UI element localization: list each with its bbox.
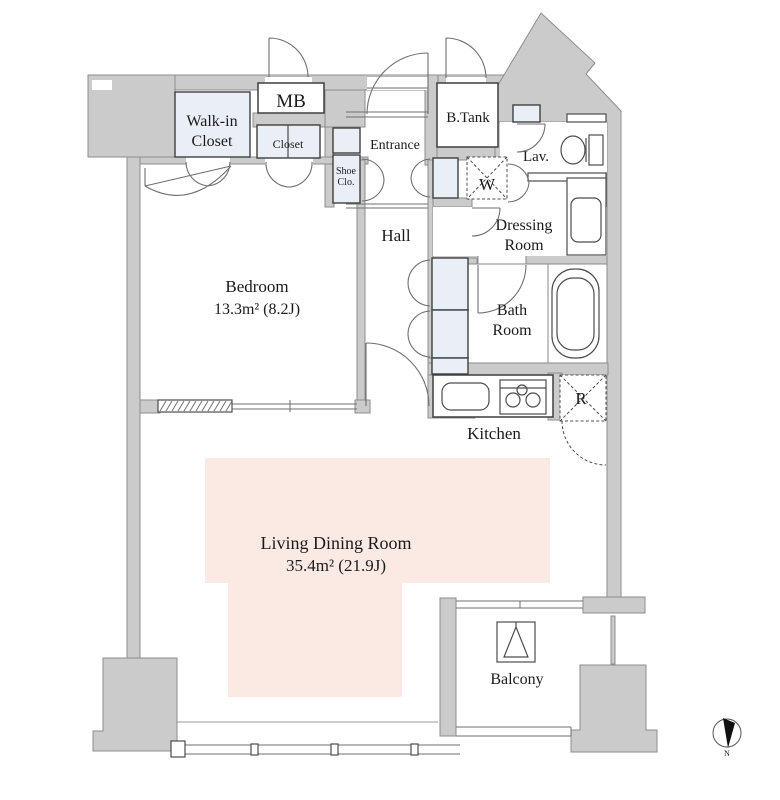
storage-boxes — [174, 82, 541, 375]
closet-label: Closet — [273, 137, 304, 151]
shoe-closet-label-2: Clo. — [338, 177, 355, 188]
living-dining-area-label: 35.4m² (21.9J) — [286, 556, 386, 575]
dressing-room-label-1: Dressing — [496, 217, 553, 234]
bedroom-bottom-wall-left-stub — [139, 399, 161, 414]
wall-notch — [92, 80, 112, 90]
dressing-top-wall — [432, 197, 473, 208]
hall-closet-small-box — [431, 357, 469, 375]
entrance-side-storage-box — [432, 157, 459, 199]
bath-top-wall-right — [525, 254, 608, 265]
hall-step — [346, 203, 428, 209]
bottom-right-pillar — [570, 664, 658, 753]
bathtub — [551, 268, 600, 359]
walkin-closet-doors — [185, 161, 231, 187]
compass-circle — [712, 718, 742, 748]
living-dining-label: Living Dining Room — [260, 533, 411, 553]
toilet — [560, 113, 607, 166]
entrance-threshold — [346, 111, 428, 118]
lavatory-door — [516, 123, 546, 153]
bottom-left-pillar — [92, 657, 178, 752]
balcony-railing — [456, 726, 572, 737]
balcony-partition — [610, 615, 616, 665]
mb-label: MB — [276, 91, 306, 112]
dressing-room-label-2: Room — [504, 237, 544, 254]
emergency-hatch — [496, 621, 536, 663]
mb-box — [257, 82, 325, 114]
btank-label: B.Tank — [446, 110, 490, 126]
bedroom-bottom-wall-right-stub — [354, 399, 371, 414]
shoe-closet-doors — [361, 158, 385, 202]
closet-doors — [265, 161, 313, 188]
bedroom-label: Bedroom — [225, 277, 288, 296]
hall-closet-doors — [407, 259, 431, 358]
entrance-label: Entrance — [370, 138, 420, 153]
balcony-left-wall — [439, 597, 457, 737]
washing-machine-space — [466, 156, 508, 200]
bath-room-label-2: Room — [492, 322, 532, 339]
stove — [499, 379, 547, 415]
bath-room-label-1: Bath — [497, 302, 527, 319]
balcony-sliding-door — [456, 600, 583, 609]
hall-closet-upper-box — [431, 257, 469, 311]
balcony-label: Balcony — [490, 671, 543, 688]
refrigerator-door-swing — [561, 420, 607, 466]
shoe-closet-upper-box — [332, 127, 361, 154]
kitchen-sink — [441, 382, 490, 411]
hall-label: Hall — [381, 226, 411, 245]
doors — [144, 37, 546, 407]
bedroom-area-label: 13.3m² (8.2J) — [214, 301, 300, 318]
bath-room-door — [477, 264, 527, 314]
lavatory-shelf — [566, 113, 607, 123]
entrance-storage-doors — [410, 158, 431, 198]
entrance-door — [366, 52, 429, 115]
shoe-closet-label-1: Shoe — [336, 166, 357, 177]
lavatory-cabinet-box — [512, 104, 541, 123]
btank-door — [445, 37, 487, 79]
windows — [157, 111, 583, 758]
refrigerator-label: R — [575, 389, 587, 408]
balcony-top-wall — [582, 596, 646, 614]
compass-north-label: N — [724, 749, 730, 758]
vanity-basin — [527, 172, 607, 256]
fixtures — [432, 113, 607, 663]
mb-door — [268, 37, 309, 78]
living-room-door — [365, 342, 430, 407]
washing-machine-label: W — [479, 175, 496, 194]
kitchen-counter — [432, 374, 554, 418]
kitchen-label: Kitchen — [467, 424, 521, 443]
labels: Walk-in Closet MB Closet Shoe Clo. Entra… — [186, 91, 587, 688]
hall-closet-lower-box — [431, 309, 469, 359]
walk-in-closet-label-2: Closet — [192, 133, 233, 150]
bedroom-door — [144, 165, 232, 196]
walk-in-closet-label-1: Walk-in — [186, 113, 237, 130]
lavatory-label: Lav. — [523, 149, 549, 165]
living-room-windows — [170, 721, 460, 758]
refrigerator-space — [559, 374, 607, 466]
shoe-closet-box — [332, 154, 361, 204]
btank-box — [436, 82, 499, 148]
wall-left-of-entrance — [324, 89, 366, 128]
walkin-closet-opening — [186, 157, 230, 165]
left-wall — [126, 156, 141, 659]
dressing-bifold-doors — [507, 163, 530, 203]
compass-needle-icon — [723, 718, 735, 748]
walk-in-closet-box — [174, 91, 251, 158]
closet-opening — [265, 157, 313, 165]
dressing-room-door — [471, 207, 501, 237]
bedroom-window — [157, 399, 357, 413]
living-dining-highlight — [205, 458, 550, 697]
walls — [87, 12, 658, 753]
compass: N — [712, 718, 742, 758]
